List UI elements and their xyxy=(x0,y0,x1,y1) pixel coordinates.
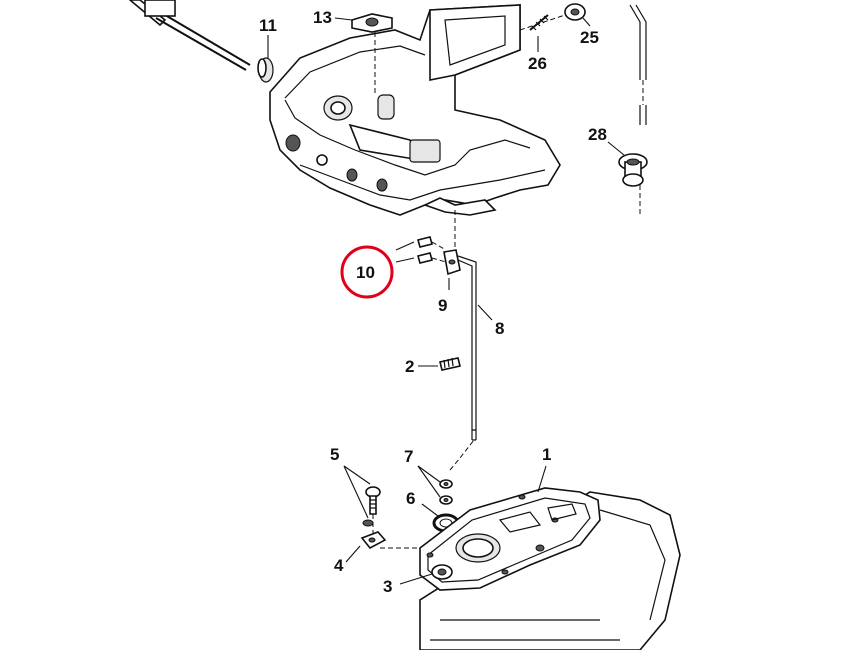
part-4-plate xyxy=(345,531,387,563)
part-26-screw xyxy=(529,14,549,52)
part-13-clamp xyxy=(334,13,393,95)
callout-5: 5 xyxy=(330,445,340,464)
part-5-bolt xyxy=(343,465,381,535)
callout-11: 11 xyxy=(259,16,277,35)
callout-28: 28 xyxy=(588,125,607,144)
part-2-screw xyxy=(418,357,461,371)
upper-housing xyxy=(269,4,561,216)
callout-8: 8 xyxy=(495,319,505,338)
callout-4: 4 xyxy=(334,556,344,575)
callout-10: 10 xyxy=(356,263,375,282)
callout-7: 7 xyxy=(404,447,414,466)
part-3-leader xyxy=(399,573,433,585)
highlight-circle xyxy=(340,245,394,299)
part-28-grommet xyxy=(607,4,648,215)
callout-26: 26 xyxy=(528,54,547,73)
part-8-shift-shaft xyxy=(457,255,493,441)
callout-2: 2 xyxy=(405,357,415,376)
part-11-shift-rod xyxy=(128,0,274,83)
part-7-washers xyxy=(417,439,475,505)
callout-1: 1 xyxy=(542,445,552,464)
part-10-set-screws xyxy=(395,236,447,264)
callout-25: 25 xyxy=(580,28,599,47)
part-9-connector xyxy=(443,249,461,290)
callout-13: 13 xyxy=(313,8,332,27)
callout-3: 3 xyxy=(383,577,393,596)
part-1-lower-housing xyxy=(380,465,681,650)
callout-9: 9 xyxy=(438,296,448,315)
part-25-fitting xyxy=(519,3,591,31)
callout-6: 6 xyxy=(406,489,416,508)
